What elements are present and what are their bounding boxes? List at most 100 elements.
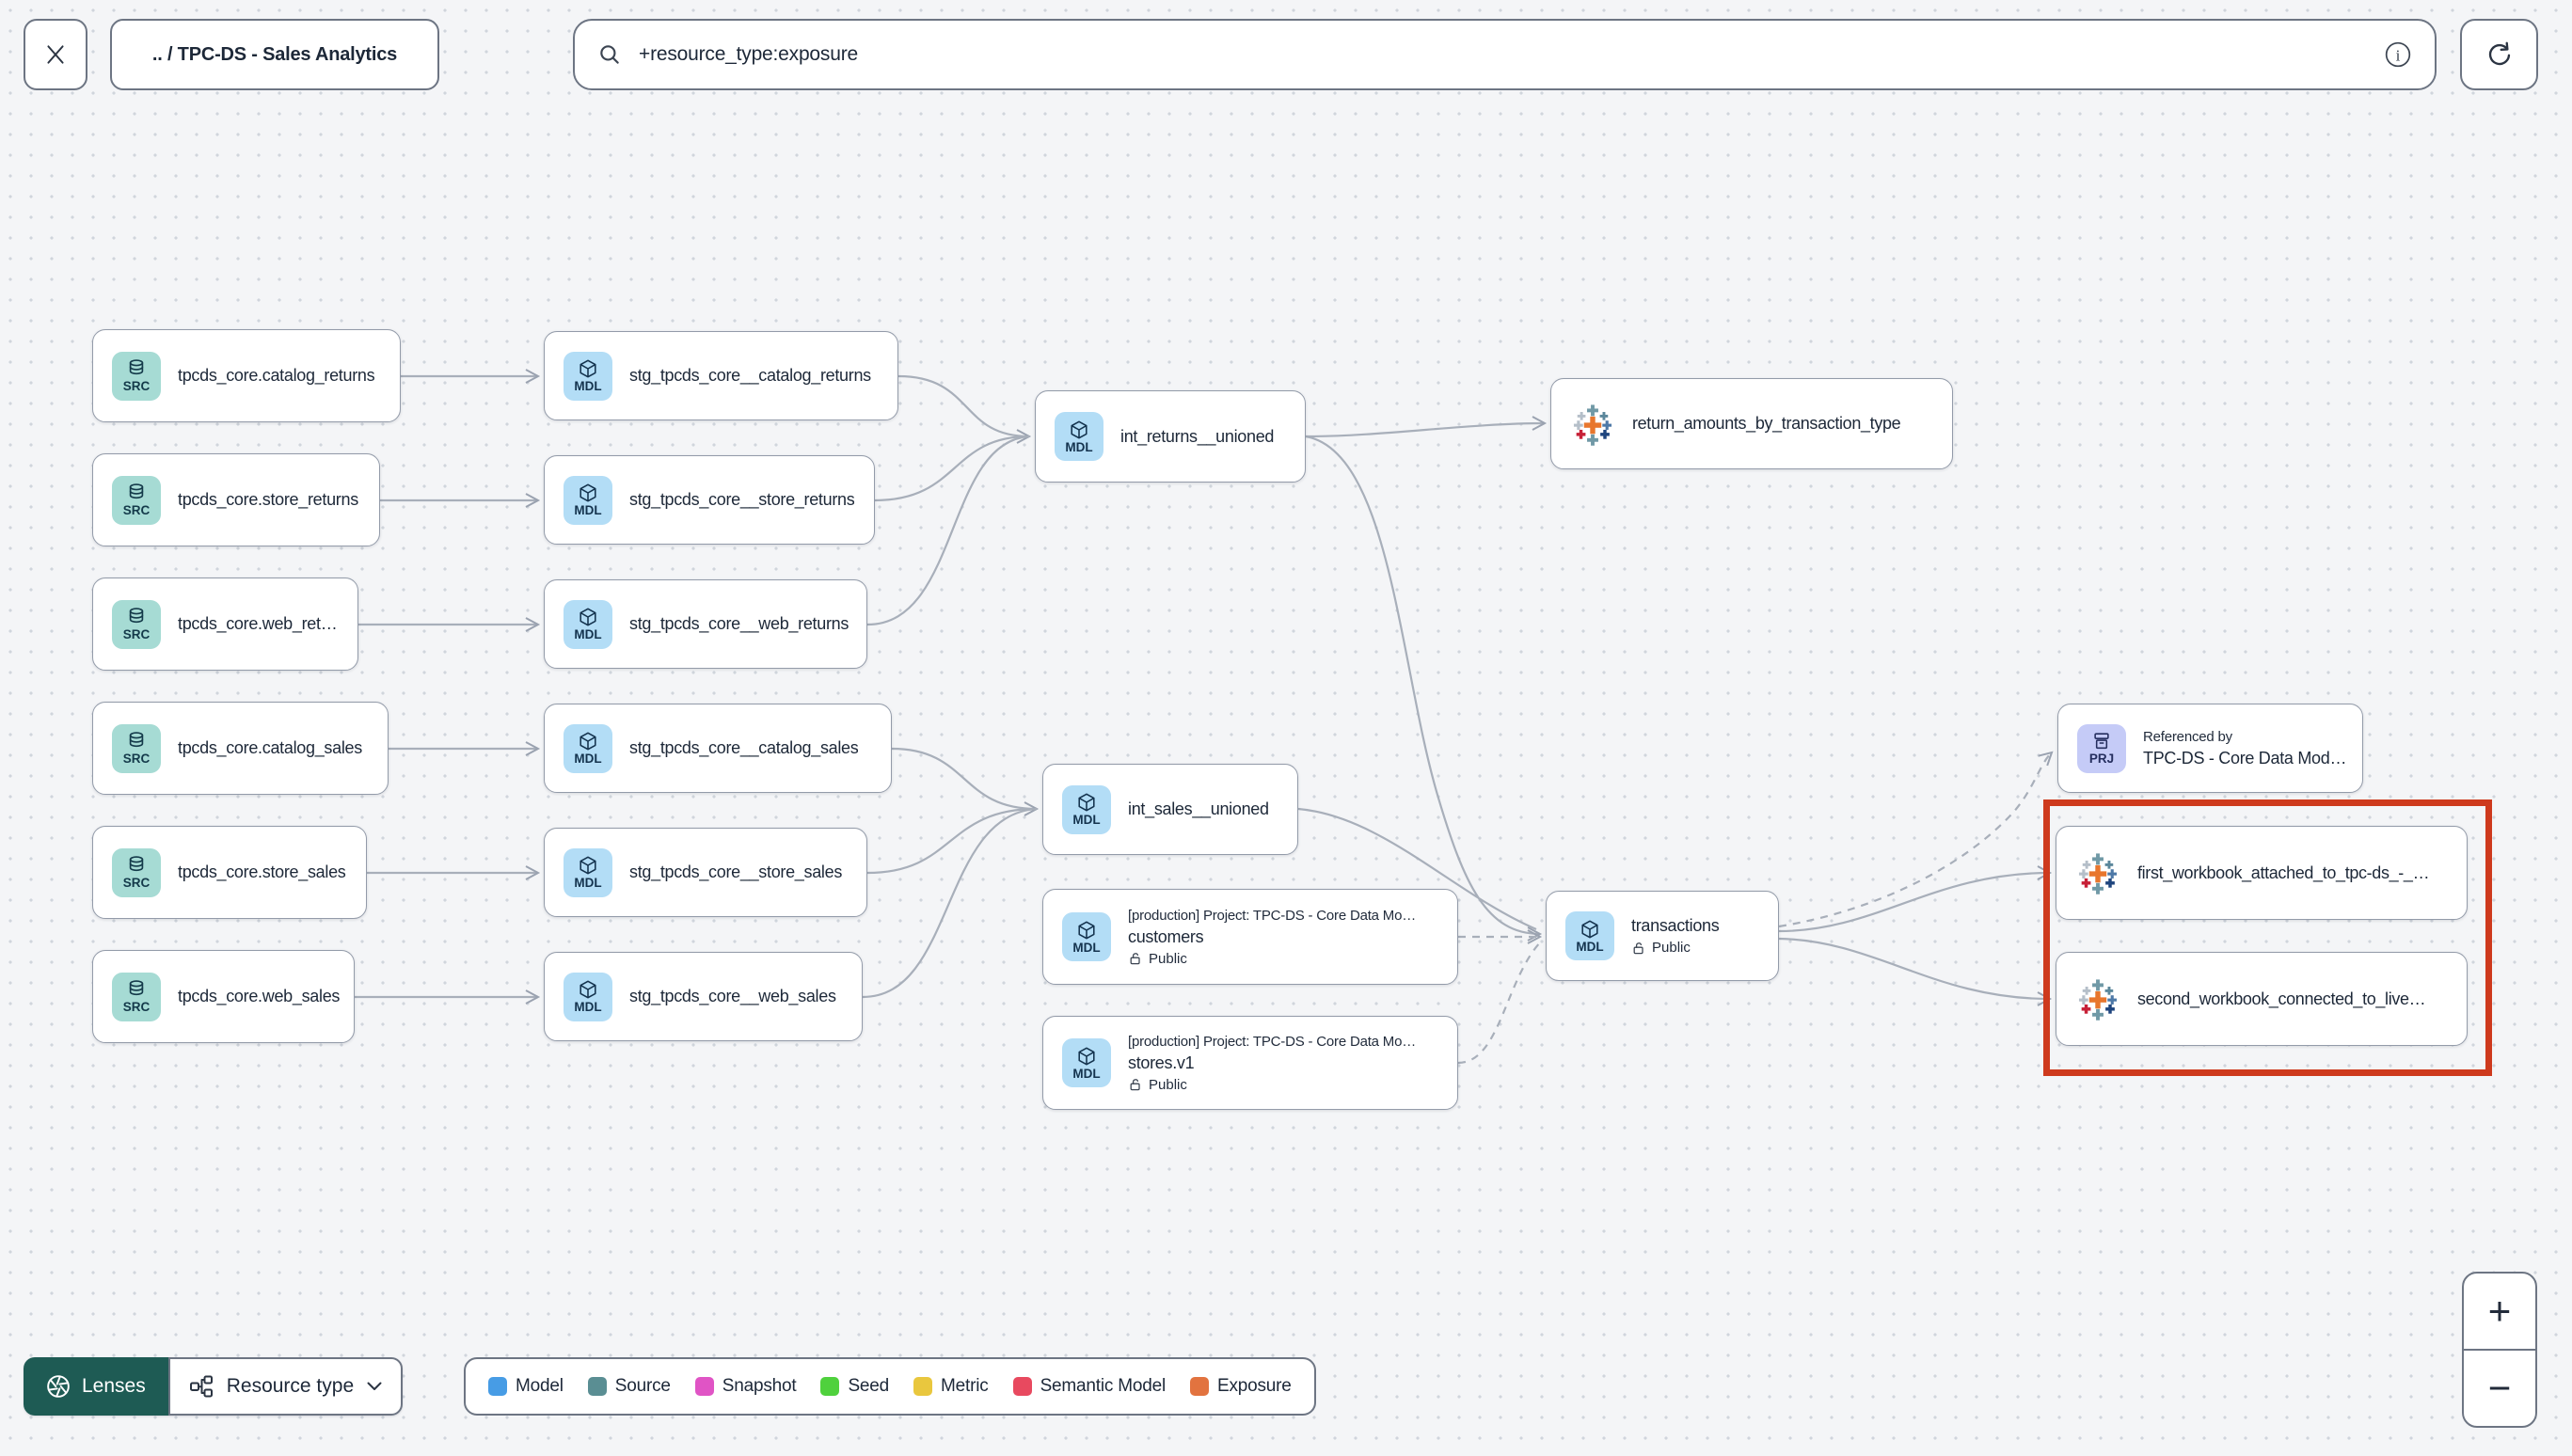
model-badge: MDL: [1565, 911, 1614, 960]
model-badge: MDL: [564, 599, 612, 649]
legend-swatch: [1190, 1377, 1209, 1396]
project-line: [production] Project: TPC-DS - Core Data…: [1128, 907, 1417, 924]
node-model-stg-store-returns[interactable]: MDL stg_tpcds_core__store_returns: [544, 455, 875, 545]
search-input[interactable]: [637, 42, 2369, 67]
node-model-int-returns-unioned[interactable]: MDL int_returns__unioned: [1035, 390, 1306, 483]
node-label: tpcds_core.catalog_returns: [178, 366, 375, 385]
model-badge: MDL: [564, 475, 612, 525]
source-badge: SRC: [112, 972, 161, 1021]
node-label: stg_tpcds_core__store_sales: [629, 863, 843, 881]
zoom-in-button[interactable]: +: [2464, 1274, 2535, 1351]
database-icon: [126, 731, 147, 752]
resource-type-dropdown[interactable]: Resource type: [167, 1357, 404, 1416]
legend-item-seed: Seed: [820, 1376, 889, 1397]
cube-icon: [1076, 1046, 1097, 1067]
lens-aperture-icon: [46, 1374, 71, 1399]
legend-item-model: Model: [488, 1376, 564, 1397]
visibility: Public: [1128, 1077, 1416, 1093]
lock-open-icon: [1128, 1077, 1143, 1092]
edge-transactions-project: [1778, 751, 2054, 928]
model-badge: MDL: [1062, 912, 1111, 961]
cube-icon: [578, 607, 598, 627]
node-label: tpcds_core.store_returns: [178, 490, 358, 509]
node-source-store-sales[interactable]: SRC tpcds_core.store_sales: [92, 826, 367, 919]
node-label: stg_tpcds_core__web_returns: [629, 614, 849, 633]
refresh-button[interactable]: [2460, 19, 2538, 90]
source-badge: SRC: [112, 351, 161, 401]
source-badge: SRC: [112, 599, 161, 649]
visibility: Public: [1631, 940, 1719, 956]
node-exposure-return-amounts[interactable]: return_amounts_by_transaction_type: [1550, 378, 1953, 469]
node-label: customers: [1128, 926, 1204, 946]
node-model-stores-v1[interactable]: MDL [production] Project: TPC-DS - Core …: [1042, 1016, 1458, 1110]
node-model-customers[interactable]: MDL [production] Project: TPC-DS - Core …: [1042, 889, 1458, 985]
visibility: Public: [1128, 951, 1416, 967]
node-source-catalog-returns[interactable]: SRC tpcds_core.catalog_returns: [92, 329, 401, 422]
node-source-catalog-sales[interactable]: SRC tpcds_core.catalog_sales: [92, 702, 389, 795]
close-button[interactable]: [24, 19, 87, 90]
model-badge: MDL: [1062, 1038, 1111, 1087]
node-model-stg-store-sales[interactable]: MDL stg_tpcds_core__store_sales: [544, 828, 867, 917]
model-badge: MDL: [564, 847, 612, 897]
lenses-label: Lenses: [82, 1375, 146, 1397]
search-bar[interactable]: [573, 19, 2437, 90]
resource-type-legend: Model Source Snapshot Seed Metric Semant…: [464, 1357, 1316, 1416]
cube-icon: [578, 731, 598, 752]
archive-box-icon: [2091, 731, 2112, 752]
model-badge: MDL: [564, 972, 612, 1021]
edge-stores-transactions: [1457, 940, 1543, 1065]
node-referenced-by-project[interactable]: PRJ Referenced by TPC-DS - Core Data Mod…: [2057, 704, 2363, 793]
node-model-stg-web-sales[interactable]: MDL stg_tpcds_core__web_sales: [544, 952, 863, 1041]
legend-swatch: [694, 1377, 714, 1396]
node-label: transactions: [1631, 916, 1720, 935]
zoom-controls: + −: [2462, 1272, 2537, 1428]
legend-item-exposure: Exposure: [1190, 1376, 1292, 1397]
zoom-out-button[interactable]: −: [2487, 1366, 2512, 1410]
breadcrumb-label: .. / TPC-DS - Sales Analytics: [151, 43, 398, 65]
node-label: int_returns__unioned: [1120, 426, 1275, 446]
node-exposure-second-workbook[interactable]: second_workbook_connected_to_live…: [2056, 952, 2468, 1046]
node-source-web-sales[interactable]: SRC tpcds_core.web_sales: [92, 950, 355, 1043]
node-label: return_amounts_by_transaction_type: [1632, 414, 1901, 433]
legend-swatch: [488, 1377, 507, 1396]
edge-stg-intreturns-c: [866, 435, 1030, 626]
model-badge: MDL: [1062, 784, 1111, 834]
node-label: tpcds_core.web_sales: [178, 987, 341, 1005]
legend-swatch: [820, 1377, 840, 1396]
breadcrumb[interactable]: .. / TPC-DS - Sales Analytics: [110, 19, 439, 90]
source-badge: SRC: [112, 723, 161, 773]
legend-item-semantic-model: Semantic Model: [1012, 1376, 1166, 1397]
cube-icon: [578, 855, 598, 876]
cube-icon: [578, 979, 598, 1000]
database-icon: [126, 979, 147, 1000]
node-model-int-sales-unioned[interactable]: MDL int_sales__unioned: [1042, 764, 1298, 855]
node-label: second_workbook_connected_to_live…: [2137, 989, 2426, 1008]
node-source-store-returns[interactable]: SRC tpcds_core.store_returns: [92, 453, 380, 546]
legend-swatch: [913, 1377, 933, 1396]
edge-transactions-first-workbook: [1778, 865, 2053, 933]
cube-icon: [578, 358, 598, 379]
model-badge: MDL: [564, 723, 612, 773]
node-source-web-returns[interactable]: SRC tpcds_core.web_returns: [92, 578, 358, 671]
node-model-stg-catalog-returns[interactable]: MDL stg_tpcds_core__catalog_returns: [544, 331, 898, 420]
edge-stg-intreturns-b: [874, 429, 1032, 502]
legend-swatch: [1012, 1377, 1032, 1396]
lenses-control-group: Lenses Resource type: [24, 1357, 404, 1416]
tableau-icon: [2073, 974, 2122, 1023]
legend-swatch: [587, 1377, 607, 1396]
edge-stg-intsales-a: [891, 747, 1038, 811]
database-icon: [126, 358, 147, 379]
node-label: stg_tpcds_core__store_returns: [629, 490, 855, 509]
project-line: [production] Project: TPC-DS - Core Data…: [1128, 1033, 1417, 1050]
edge-stg-intsales-b: [866, 801, 1040, 875]
node-model-stg-web-returns[interactable]: MDL stg_tpcds_core__web_returns: [544, 579, 867, 669]
referenced-by-title: Referenced by: [2143, 728, 2232, 745]
cube-icon: [1580, 919, 1600, 940]
node-model-stg-catalog-sales[interactable]: MDL stg_tpcds_core__catalog_sales: [544, 704, 892, 793]
lenses-button[interactable]: Lenses: [24, 1357, 168, 1416]
edge-transactions-second-workbook: [1778, 937, 2053, 1006]
node-model-transactions[interactable]: MDL transactions Public: [1546, 891, 1779, 981]
tableau-icon: [2073, 848, 2122, 897]
node-exposure-first-workbook[interactable]: first_workbook_attached_to_tpc-ds_-_…: [2056, 826, 2468, 920]
